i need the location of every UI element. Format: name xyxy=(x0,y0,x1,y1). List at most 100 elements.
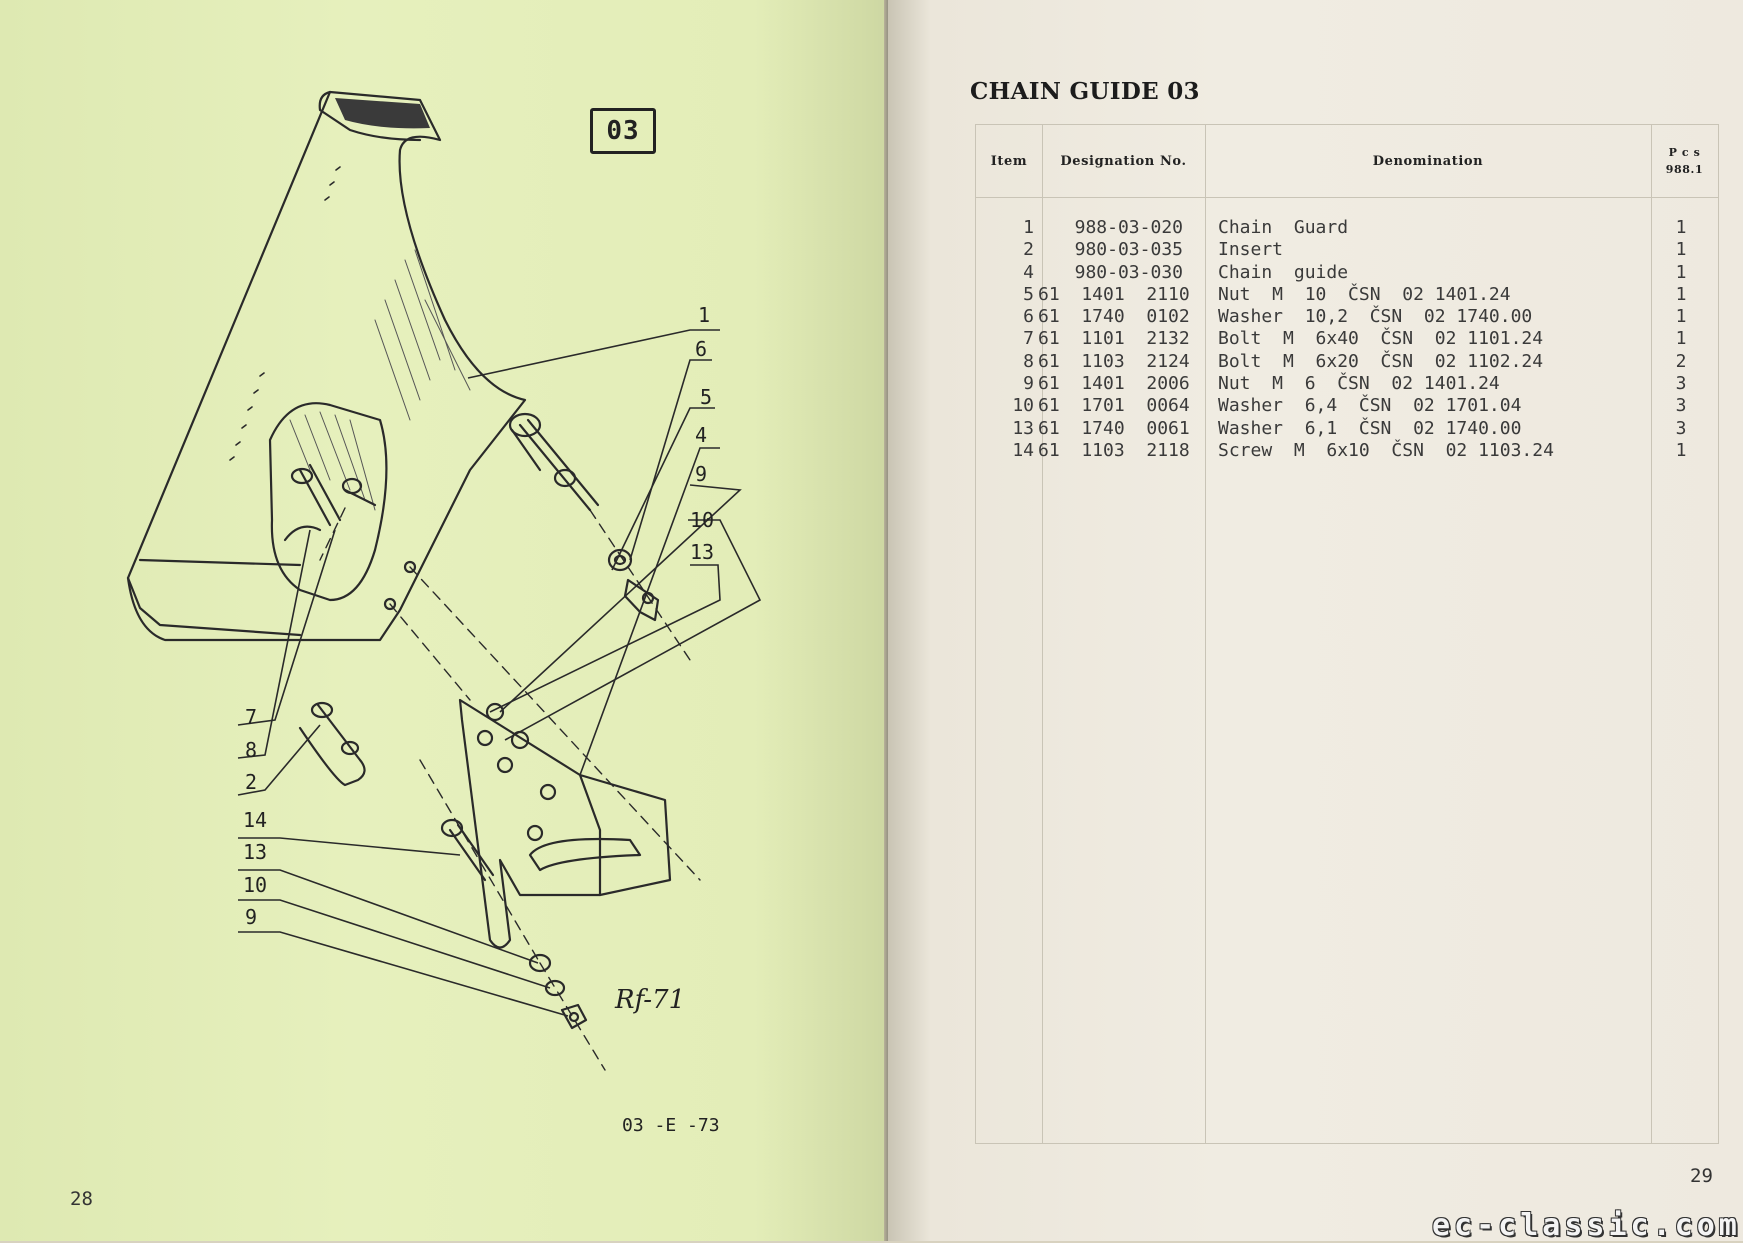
callout-10-lower: 10 xyxy=(243,873,268,897)
item-cell: 2 xyxy=(1023,239,1034,261)
header-item: Item xyxy=(990,153,1028,169)
pieces-cell: 1 xyxy=(1675,239,1687,261)
callout-6: 6 xyxy=(695,337,708,361)
item-cell: 14 xyxy=(1012,439,1034,461)
table-row: 1 988-03-020 Chain Guard 1 xyxy=(976,217,1718,239)
leader-1 xyxy=(467,329,720,379)
item-cell: 6 xyxy=(1023,306,1034,328)
callout-13-lower: 13 xyxy=(243,840,268,864)
page-number-left: 28 xyxy=(70,1188,93,1210)
leader-10 xyxy=(504,519,762,741)
parts-table: Item Designation No. Denomination P c s … xyxy=(975,124,1719,1144)
left-page: 03 1 6 5 4 9 10 13 7 8 2 14 13 10 9 Rf-7… xyxy=(0,0,888,1241)
leader-13 xyxy=(489,564,721,713)
item-cell: 10 xyxy=(1012,395,1034,417)
watermark: ec-classic.com xyxy=(1432,1208,1741,1243)
callout-4: 4 xyxy=(695,423,708,447)
denomination-cell: Bolt M 6x40 ČSN 02 1101.24 xyxy=(1218,328,1544,350)
item-cell: 9 xyxy=(1023,373,1034,395)
leader-9 xyxy=(499,484,742,713)
callout-1: 1 xyxy=(698,303,711,327)
callout-7: 7 xyxy=(245,705,258,729)
designation-cell: 61 1101 2132 xyxy=(1038,328,1190,350)
designation-cell: 61 1740 0061 xyxy=(1038,417,1190,439)
designation-cell: 61 1401 2110 xyxy=(1038,283,1190,305)
table-row: 2 980-03-035 Insert 1 xyxy=(976,239,1718,261)
leader-6 xyxy=(629,359,712,561)
designation-cell: 61 1103 2118 xyxy=(1038,439,1190,461)
denomination-cell: Chain guide xyxy=(1218,261,1349,283)
right-page: 29 xyxy=(888,0,1743,1241)
denomination-cell: Screw M 6x10 ČSN 02 1103.24 xyxy=(1218,439,1554,461)
header-designation: Designation No. xyxy=(1060,153,1187,169)
designation-cell: 61 1401 2006 xyxy=(1038,373,1190,395)
denomination-cell: Insert xyxy=(1218,239,1284,261)
item-cell: 7 xyxy=(1023,328,1034,350)
callout-2: 2 xyxy=(245,770,258,794)
pieces-cell: 2 xyxy=(1675,350,1687,372)
designation-cell: 980-03-030 xyxy=(1074,261,1183,283)
designation-cell: 988-03-020 xyxy=(1074,217,1183,238)
page-title: CHAIN GUIDE 03 xyxy=(970,78,1200,105)
denomination-cell: Bolt M 6x20 ČSN 02 1102.24 xyxy=(1218,350,1544,372)
leader-10b xyxy=(238,899,551,989)
pieces-cell: 3 xyxy=(1675,417,1687,439)
item-cell: 4 xyxy=(1023,261,1034,283)
designation-cell: 61 1701 0064 xyxy=(1038,395,1190,417)
header-divider xyxy=(976,197,1718,198)
leader-4 xyxy=(579,447,720,776)
callout-9-lower: 9 xyxy=(245,905,258,929)
column-divider xyxy=(1651,125,1652,1143)
callout-5: 5 xyxy=(700,385,713,409)
callout-8: 8 xyxy=(245,738,258,762)
pieces-cell: 1 xyxy=(1675,328,1687,350)
pieces-cell: 1 xyxy=(1675,306,1687,328)
draftsman-signature: Rf-71 xyxy=(615,985,686,1015)
callout-9: 9 xyxy=(695,462,708,486)
table-row: 4 980-03-030 Chain guide 1 xyxy=(976,262,1718,284)
drawing-code: 03 -E -73 xyxy=(622,1115,720,1136)
callout-10: 10 xyxy=(690,508,715,532)
column-divider xyxy=(1205,125,1206,1143)
leader-7 xyxy=(237,529,336,726)
leader-13b xyxy=(238,869,539,964)
exploded-parts-diagram xyxy=(126,90,762,1071)
item-cell: 1 xyxy=(1023,217,1034,238)
leader-9b xyxy=(238,931,569,1017)
pieces-cell: 3 xyxy=(1675,373,1687,395)
column-divider xyxy=(1042,125,1043,1143)
item-cell: 5 xyxy=(1023,283,1034,305)
callout-14: 14 xyxy=(243,808,268,832)
header-pieces-label: P c s xyxy=(1668,146,1701,159)
item-cell: 8 xyxy=(1023,350,1034,372)
header-denomination: Denomination xyxy=(1372,153,1484,169)
header-pieces: P c s 988.1 xyxy=(1651,125,1718,197)
denomination-cell: Nut M 10 ČSN 02 1401.24 xyxy=(1218,283,1511,305)
designation-cell: 61 1103 2124 xyxy=(1038,350,1190,372)
denomination-cell: Washer 6,1 ČSN 02 1740.00 xyxy=(1218,417,1522,439)
chain-guard-outline xyxy=(126,90,527,642)
denomination-cell: Washer 6,4 ČSN 02 1701.04 xyxy=(1218,395,1522,417)
denomination-cell: Chain Guard xyxy=(1218,217,1349,238)
denomination-cell: Washer 10,2 ČSN 02 1740.00 xyxy=(1218,306,1533,328)
leader-2 xyxy=(237,724,321,796)
designation-cell: 980-03-035 xyxy=(1074,239,1183,261)
pieces-cell: 1 xyxy=(1675,261,1687,283)
callout-13: 13 xyxy=(690,540,715,564)
pieces-cell: 1 xyxy=(1675,439,1687,461)
leader-14 xyxy=(238,837,461,856)
designation-cell: 61 1740 0102 xyxy=(1038,306,1190,328)
page-number-right: 29 xyxy=(1690,1165,1713,1187)
pieces-cell: 1 xyxy=(1675,283,1687,305)
leader-8 xyxy=(237,529,311,759)
header-pieces-model: 988.1 xyxy=(1665,163,1704,176)
pieces-cell: 1 xyxy=(1675,217,1687,238)
pieces-cell: 3 xyxy=(1675,395,1687,417)
